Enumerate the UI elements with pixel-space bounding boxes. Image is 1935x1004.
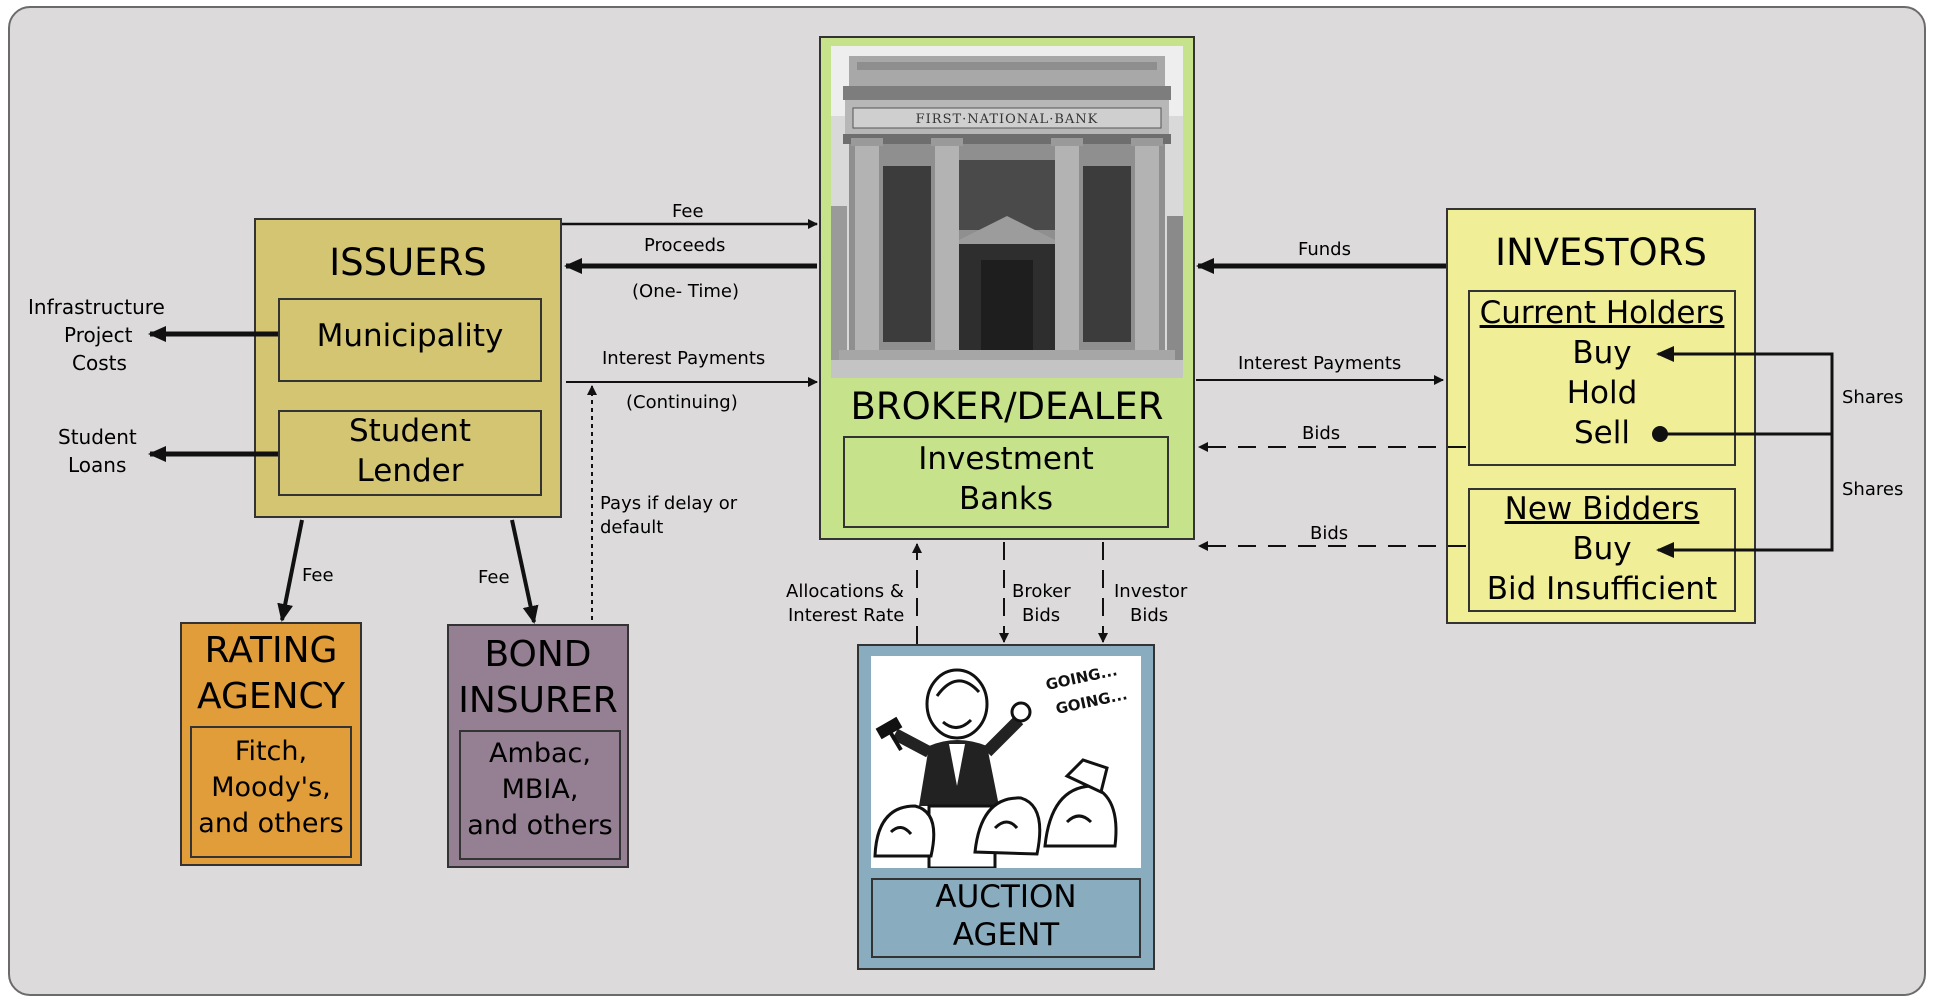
- infra-label-2: Project: [64, 323, 133, 347]
- label-proceeds: Proceeds: [644, 235, 726, 256]
- municipality-label: Municipality: [316, 318, 504, 354]
- label-allocations-1: Allocations &: [786, 581, 904, 602]
- rating-agency-title-2: AGENCY: [196, 676, 346, 717]
- label-funds: Funds: [1298, 239, 1351, 260]
- insurer-member-others: and others: [467, 810, 613, 841]
- broker-dealer-title: BROKER/DEALER: [850, 385, 1164, 428]
- rating-member-moodys: Moody's,: [211, 772, 331, 803]
- issuers-box: ISSUERS Municipality Student Lender: [254, 218, 562, 518]
- label-fee-insurer: Fee: [478, 567, 510, 588]
- student-lender-label-2: Lender: [356, 453, 464, 489]
- auction-agent-title-1: AUCTION: [935, 879, 1077, 915]
- label-pays-2: default: [600, 517, 664, 538]
- current-holders-hold: Hold: [1566, 375, 1638, 411]
- insurer-member-ambac: Ambac,: [489, 738, 591, 769]
- new-bidders-bid-insufficient: Bid Insufficient: [1486, 571, 1718, 607]
- label-bids-new: Bids: [1310, 523, 1349, 544]
- rating-agency-members-box: Fitch, Moody's, and others: [190, 726, 352, 858]
- new-bidders-box: New Bidders Buy Bid Insufficient: [1468, 488, 1736, 612]
- student-lender-box: Student Lender: [278, 410, 542, 496]
- label-investor-bids-1: Investor: [1114, 581, 1188, 602]
- student-loans-label-1: Student: [58, 425, 137, 449]
- current-holders-heading: Current Holders: [1479, 295, 1725, 331]
- label-shares-top: Shares: [1842, 387, 1904, 408]
- new-bidders-buy: Buy: [1572, 531, 1632, 567]
- investment-banks-label-1: Investment: [918, 441, 1094, 477]
- current-holders-box: Current Holders Buy Hold Sell: [1468, 290, 1736, 466]
- bond-insurer-box: BOND INSURER Ambac, MBIA, and others: [447, 624, 629, 868]
- label-interest-right: Interest Payments: [1238, 353, 1402, 374]
- bond-insurer-title-1: BOND: [484, 634, 592, 675]
- auction-agent-box: GOING... GOING...: [857, 644, 1155, 970]
- label-bids-current: Bids: [1302, 423, 1341, 444]
- bank-sign-text: FIRST·NATIONAL·BANK: [916, 112, 1099, 127]
- investment-banks-label-2: Banks: [958, 481, 1053, 517]
- bank-building-drawing: FIRST·NATIONAL·BANK: [831, 46, 1183, 378]
- rating-member-fitch: Fitch,: [234, 736, 308, 767]
- label-allocations-2: Interest Rate: [788, 605, 905, 626]
- label-interest-left: Interest Payments: [602, 348, 766, 369]
- label-investor-bids-2: Bids: [1130, 605, 1169, 626]
- current-holders-sell: Sell: [1574, 415, 1630, 451]
- investment-banks-box: Investment Banks: [843, 436, 1169, 528]
- municipality-box: Municipality: [278, 298, 542, 382]
- label-pays-1: Pays if delay or: [600, 493, 738, 514]
- infra-label-1: Infrastructure: [28, 295, 165, 319]
- rating-member-others: and others: [198, 808, 344, 839]
- infra-label-3: Costs: [72, 351, 127, 375]
- student-loans-label-2: Loans: [68, 453, 127, 477]
- investors-box: INVESTORS Current Holders Buy Hold Sell …: [1446, 208, 1756, 624]
- issuers-title: ISSUERS: [329, 241, 487, 284]
- new-bidders-heading: New Bidders: [1504, 491, 1700, 527]
- student-lender-label-1: Student: [348, 413, 472, 449]
- bank-building-image: FIRST·NATIONAL·BANK: [831, 46, 1183, 378]
- label-one-time: (One- Time): [632, 281, 739, 302]
- label-fee-top: Fee: [672, 201, 704, 222]
- rating-agency-title-1: RATING: [204, 630, 338, 671]
- auction-agent-label-box: AUCTION AGENT: [871, 878, 1141, 958]
- label-fee-rating: Fee: [302, 565, 334, 586]
- broker-dealer-box: FIRST·NATIONAL·BANK: [819, 36, 1195, 540]
- auction-agent-title-2: AGENT: [952, 917, 1060, 953]
- bond-insurer-members-box: Ambac, MBIA, and others: [459, 730, 621, 860]
- label-broker-bids-2: Bids: [1022, 605, 1061, 626]
- rating-agency-box: RATING AGENCY Fitch, Moody's, and others: [180, 622, 362, 866]
- insurer-member-mbia: MBIA,: [501, 774, 579, 805]
- bond-insurer-title-2: INSURER: [458, 680, 618, 721]
- current-holders-buy: Buy: [1572, 335, 1632, 371]
- label-broker-bids-1: Broker: [1012, 581, 1071, 602]
- auctioneer-drawing: GOING... GOING...: [871, 656, 1141, 868]
- label-shares-bottom: Shares: [1842, 479, 1904, 500]
- investors-title: INVESTORS: [1495, 231, 1707, 274]
- label-continuing: (Continuing): [626, 392, 738, 413]
- auctioneer-cartoon: GOING... GOING...: [871, 656, 1141, 868]
